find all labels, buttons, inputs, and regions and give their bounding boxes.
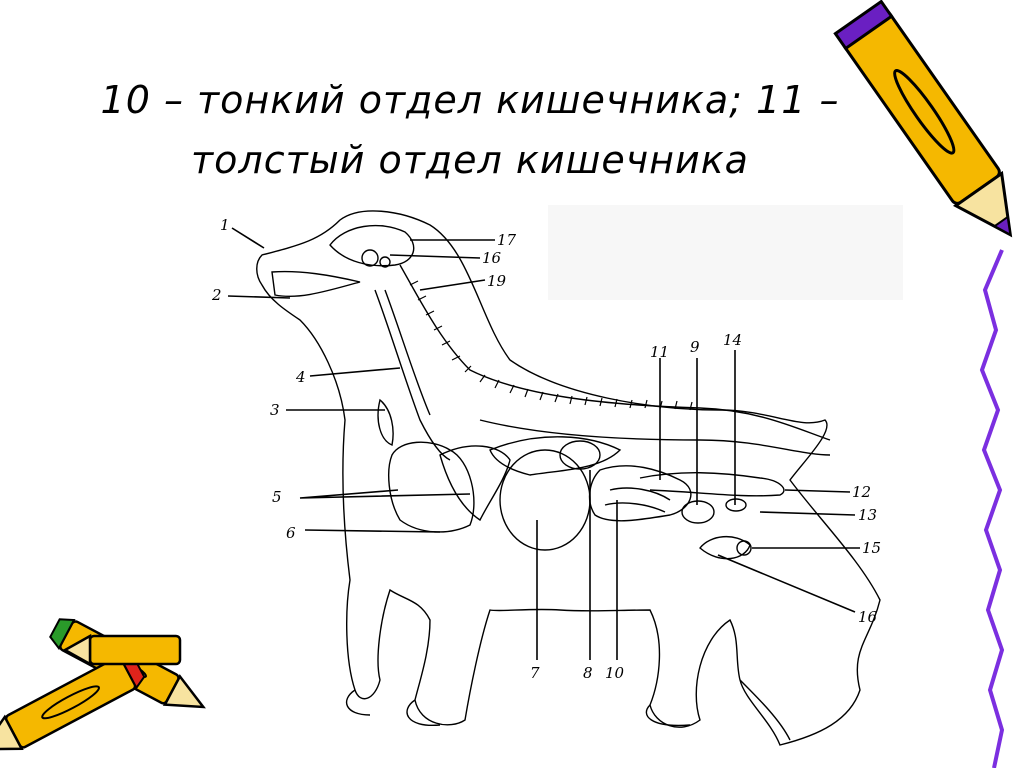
- label-13: 13: [858, 506, 877, 524]
- label-3: 3: [270, 401, 280, 419]
- paw-outline: [345, 689, 441, 726]
- title-line-1: 10 – тонкий отдел кишечника; 11 –: [100, 78, 840, 122]
- label-2: 2: [211, 286, 222, 304]
- label-4: 4: [295, 368, 306, 386]
- vertebrae: [409, 280, 693, 411]
- label-16-lower: 16: [858, 608, 878, 626]
- aorta: [479, 419, 831, 456]
- kidney: [681, 500, 715, 524]
- label-19: 19: [487, 272, 507, 290]
- pituitary: [361, 249, 379, 267]
- label-8: 8: [583, 664, 593, 682]
- large-intestine: [639, 472, 785, 497]
- title-line-2: толстый отдел кишечника: [191, 138, 749, 182]
- bladder-area: [725, 498, 747, 512]
- slide-title: 10 – тонкий отдел кишечника; 11 – толсты…: [70, 70, 870, 190]
- stomach: [499, 449, 591, 551]
- label-10: 10: [605, 664, 625, 682]
- small-intestine-loops: [604, 487, 671, 513]
- brain: [329, 224, 415, 267]
- heart: [439, 445, 511, 522]
- nasal-cavity: [271, 270, 361, 298]
- label-15: 15: [862, 539, 881, 557]
- paw-outline: [645, 679, 791, 741]
- label-5: 5: [272, 488, 282, 506]
- leader-lines: [227, 227, 860, 660]
- label-14: 14: [723, 331, 742, 349]
- lung: [388, 441, 475, 533]
- scan-artifact: [548, 205, 903, 300]
- spinal-cord: [399, 264, 831, 441]
- label-7: 7: [530, 664, 540, 682]
- gland: [379, 256, 391, 268]
- label-1: 1: [220, 216, 230, 234]
- testis: [736, 540, 752, 556]
- spleen: [559, 440, 601, 470]
- trachea: [374, 289, 451, 461]
- label-17: 17: [497, 231, 517, 249]
- label-6: 6: [286, 524, 296, 542]
- thymus: [377, 398, 394, 446]
- esophagus: [384, 289, 431, 416]
- label-9: 9: [690, 338, 700, 356]
- label-12: 12: [852, 483, 871, 501]
- label-11: 11: [650, 343, 669, 361]
- label-16-upper: 16: [482, 249, 502, 267]
